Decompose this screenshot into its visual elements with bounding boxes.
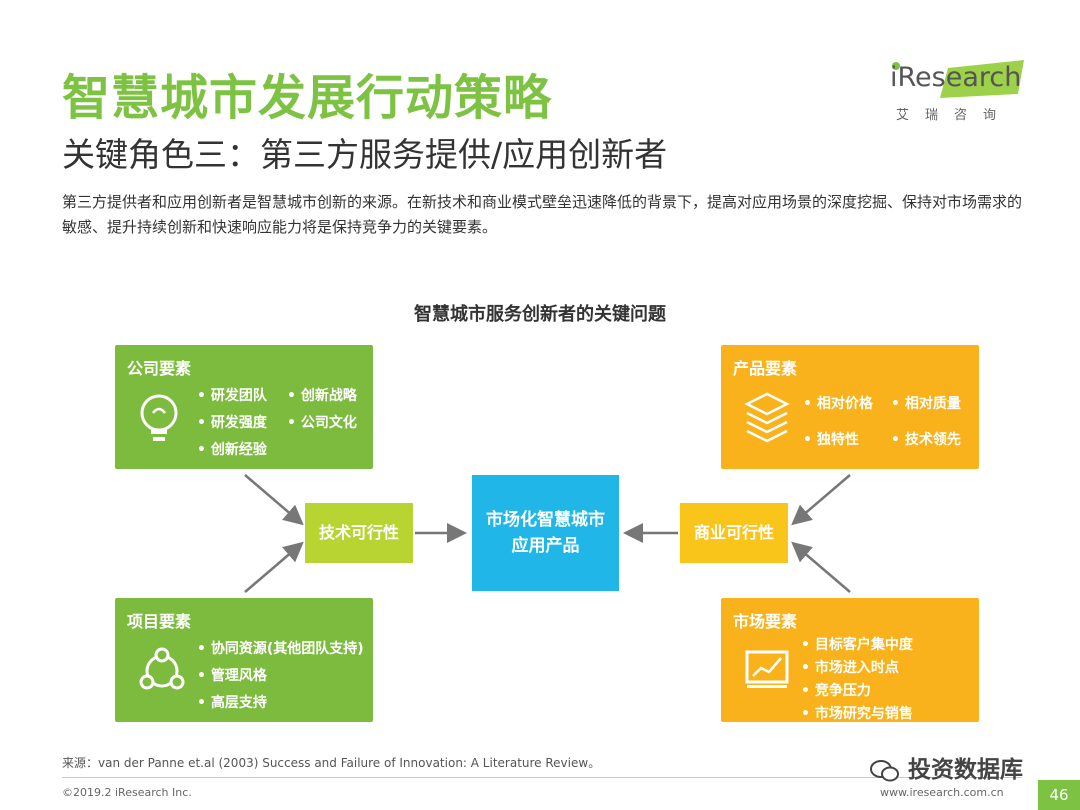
- chart-icon: [745, 650, 789, 688]
- company-item: 创新战略: [287, 385, 357, 405]
- page-subtitle: 关键角色三：第三方服务提供/应用创新者: [62, 135, 668, 174]
- company-factors-box: 公司要素 研发团队 创新战略 研发强度 公司文化 创新经验: [115, 345, 373, 469]
- product-factors-box: 产品要素 相对价格 相对质量 独特性 技术领先: [721, 345, 979, 469]
- logo-brand-text: iResearch: [890, 62, 1022, 93]
- arrow-company-to-tech: [244, 474, 304, 526]
- arrow-project-to-tech: [244, 541, 304, 593]
- website-url: www.iresearch.com.cn: [880, 786, 1004, 799]
- company-item: 研发强度: [197, 412, 267, 432]
- company-factors-heading: 公司要素: [127, 359, 192, 378]
- market-item: 市场研究与销售: [801, 703, 913, 723]
- market-item: 竞争压力: [801, 680, 871, 700]
- project-factors-box: 项目要素 协同资源(其他团队支持) 管理风格 高层支持: [115, 598, 373, 722]
- company-item: 公司文化: [287, 412, 357, 432]
- wechat-icon: [870, 759, 899, 781]
- page-title: 智慧城市发展行动策略: [62, 70, 553, 126]
- watermark-text: 投资数据库: [908, 757, 1024, 783]
- business-feasibility-box: 商业可行性: [680, 503, 788, 563]
- layers-icon: [744, 392, 790, 443]
- market-item: 目标客户集中度: [801, 634, 913, 654]
- watermark: 投资数据库: [870, 750, 1023, 784]
- product-item: 独特性: [803, 429, 859, 449]
- project-item: 管理风格: [197, 665, 267, 685]
- logo-swoosh: [892, 60, 1024, 98]
- page-number: 46: [1038, 780, 1080, 810]
- copyright: ©2019.2 iResearch Inc.: [62, 786, 192, 799]
- market-item: 市场进入时点: [801, 657, 899, 677]
- product-factors-heading: 产品要素: [733, 359, 798, 378]
- tech-feasibility-box: 技术可行性: [305, 503, 413, 563]
- project-item: 协同资源(其他团队支持): [197, 638, 364, 658]
- center-line-2: 应用产品: [511, 536, 580, 556]
- project-item: 高层支持: [197, 692, 267, 712]
- company-item: 创新经验: [197, 439, 267, 459]
- product-item: 相对价格: [803, 393, 873, 413]
- project-factors-heading: 项目要素: [127, 612, 192, 631]
- arrow-market-to-biz: [791, 541, 851, 593]
- intro-paragraph: 第三方提供者和应用创新者是智慧城市创新的来源。在新技术和商业模式壁垒迅速降低的背…: [62, 193, 1023, 236]
- source-note: 来源：van der Panne et.al (2003) Success an…: [62, 756, 601, 770]
- arrow-product-to-biz: [791, 474, 851, 526]
- logo-sub-text: 艾瑞咨询: [896, 108, 1013, 123]
- center-line-1: 市场化智慧城市: [486, 510, 605, 530]
- company-item: 研发团队: [197, 385, 267, 405]
- diagram-title: 智慧城市服务创新者的关键问题: [414, 304, 666, 325]
- market-factors-box: 市场要素 目标客户集中度 市场进入时点 竞争压力 市场研究与销售: [721, 598, 979, 722]
- product-item: 技术领先: [891, 429, 961, 449]
- center-product-box: 市场化智慧城市 应用产品: [472, 475, 619, 591]
- iresearch-logo: iResearch 艾瑞咨询: [888, 60, 1028, 130]
- market-factors-heading: 市场要素: [733, 612, 798, 631]
- footer-divider: [62, 777, 1022, 778]
- network-icon: [139, 647, 185, 690]
- product-item: 相对质量: [891, 393, 961, 413]
- lightbulb-icon: [140, 394, 178, 441]
